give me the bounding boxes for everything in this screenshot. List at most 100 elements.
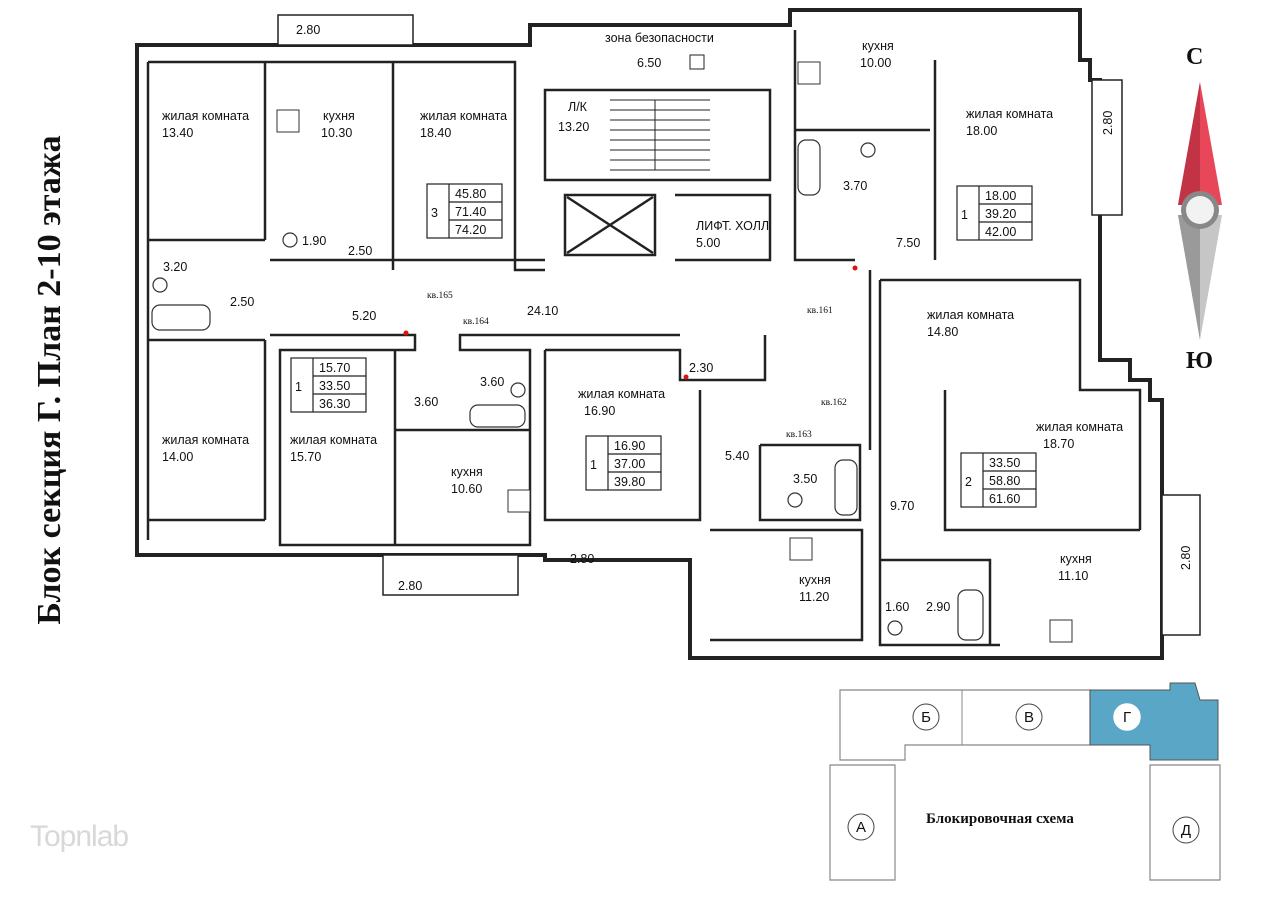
svg-text:11.20: 11.20 <box>799 590 829 604</box>
entry-markers <box>403 265 858 380</box>
svg-text:кв.162: кв.162 <box>821 398 847 408</box>
svg-text:кухня: кухня <box>799 573 831 587</box>
svg-text:2.90: 2.90 <box>926 600 950 614</box>
svg-text:11.10: 11.10 <box>1058 569 1088 583</box>
watermark-logo: Topnlab <box>30 820 129 853</box>
stove-icons <box>276 61 1073 643</box>
svg-text:2.80: 2.80 <box>1101 111 1115 135</box>
svg-text:9.70: 9.70 <box>890 499 914 513</box>
svg-text:5.40: 5.40 <box>725 449 749 463</box>
svg-text:33.50: 33.50 <box>989 456 1020 470</box>
svg-text:зона безопасности: зона безопасности <box>605 31 714 45</box>
svg-text:1: 1 <box>295 380 302 394</box>
svg-text:2.30: 2.30 <box>689 361 713 375</box>
svg-text:14.00: 14.00 <box>162 450 193 464</box>
svg-text:1.60: 1.60 <box>885 600 909 614</box>
svg-text:кухня: кухня <box>451 465 483 479</box>
svg-text:2: 2 <box>965 475 972 489</box>
svg-text:2.80: 2.80 <box>398 579 422 593</box>
svg-text:Д: Д <box>1181 822 1191 839</box>
svg-text:18.40: 18.40 <box>420 126 451 140</box>
svg-text:15.70: 15.70 <box>290 450 321 464</box>
svg-text:кухня: кухня <box>862 39 894 53</box>
svg-text:3: 3 <box>431 206 438 220</box>
svg-text:39.80: 39.80 <box>614 475 645 489</box>
svg-text:2.80: 2.80 <box>296 23 320 37</box>
apartment-3room: 3 45.80 71.40 74.20 <box>431 187 486 237</box>
svg-text:15.70: 15.70 <box>319 361 350 375</box>
svg-text:Блокировочная схема: Блокировочная схема <box>926 811 1074 827</box>
svg-text:5.00: 5.00 <box>696 236 720 250</box>
svg-text:5.20: 5.20 <box>352 309 376 323</box>
svg-text:жилая комната: жилая комната <box>420 109 507 123</box>
plumbing-fixtures <box>151 139 984 641</box>
svg-text:ЛИФТ. ХОЛЛ: ЛИФТ. ХОЛЛ <box>696 219 769 233</box>
svg-text:жилая комната: жилая комната <box>1036 420 1123 434</box>
inner-walls <box>146 30 1142 647</box>
svg-text:10.30: 10.30 <box>321 126 352 140</box>
balconies <box>277 14 1201 636</box>
svg-text:2.80: 2.80 <box>570 552 594 566</box>
svg-text:кв.161: кв.161 <box>807 306 833 316</box>
svg-text:18.70: 18.70 <box>1043 437 1074 451</box>
svg-text:3.50: 3.50 <box>793 472 817 486</box>
svg-text:жилая комната: жилая комната <box>927 308 1014 322</box>
svg-text:кв.164: кв.164 <box>463 317 489 327</box>
balcony-labels: 2.80 2.80 2.80 2.80 2.80 <box>296 23 1193 593</box>
svg-text:2.50: 2.50 <box>348 244 372 258</box>
svg-text:Л/К: Л/К <box>568 100 588 114</box>
svg-text:2.50: 2.50 <box>230 295 254 309</box>
svg-text:1.90: 1.90 <box>302 234 326 248</box>
compass-south-label: Ю <box>1186 348 1214 374</box>
svg-text:3.70: 3.70 <box>843 179 867 193</box>
apartment-1room-b: 1 16.90 37.00 39.80 <box>590 439 645 489</box>
svg-text:жилая комната: жилая комната <box>162 433 249 447</box>
compass-north-label: С <box>1186 44 1204 70</box>
svg-text:13.20: 13.20 <box>558 120 589 134</box>
svg-text:61.60: 61.60 <box>989 492 1020 506</box>
svg-text:36.30: 36.30 <box>319 397 350 411</box>
svg-text:жилая комната: жилая комната <box>578 387 665 401</box>
svg-text:74.20: 74.20 <box>455 223 486 237</box>
svg-text:Г: Г <box>1123 709 1131 726</box>
svg-text:10.60: 10.60 <box>451 482 482 496</box>
svg-text:2.80: 2.80 <box>1179 546 1193 570</box>
svg-text:16.90: 16.90 <box>614 439 645 453</box>
section-g-highlight <box>1089 682 1219 761</box>
svg-text:А: А <box>856 819 866 836</box>
svg-text:жилая комната: жилая комната <box>966 107 1053 121</box>
svg-text:1: 1 <box>590 458 597 472</box>
svg-text:3.60: 3.60 <box>480 375 504 389</box>
svg-text:жилая комната: жилая комната <box>162 109 249 123</box>
svg-text:жилая комната: жилая комната <box>290 433 377 447</box>
svg-text:45.80: 45.80 <box>455 187 486 201</box>
svg-text:3.60: 3.60 <box>414 395 438 409</box>
svg-text:кв.165: кв.165 <box>427 291 453 301</box>
apartment-2room: 2 33.50 58.80 61.60 <box>965 456 1020 506</box>
svg-text:39.20: 39.20 <box>985 207 1016 221</box>
svg-text:71.40: 71.40 <box>455 205 486 219</box>
svg-text:24.10: 24.10 <box>527 304 558 318</box>
outer-walls <box>135 8 1164 660</box>
svg-text:16.90: 16.90 <box>584 404 615 418</box>
svg-text:1: 1 <box>961 208 968 222</box>
apartment-1room-a: 1 15.70 33.50 36.30 <box>295 361 350 411</box>
svg-text:18.00: 18.00 <box>985 189 1016 203</box>
blocking-schema: А Б В Г Д Блокировочная схема <box>829 682 1221 881</box>
svg-text:кухня: кухня <box>323 109 355 123</box>
svg-text:37.00: 37.00 <box>614 457 645 471</box>
apartment-numbers: кв.165 кв.164 кв.163 кв.162 кв.161 <box>427 291 847 440</box>
svg-text:14.80: 14.80 <box>927 325 958 339</box>
svg-text:кв.163: кв.163 <box>786 430 812 440</box>
svg-text:18.00: 18.00 <box>966 124 997 138</box>
apartment-boxes <box>290 183 1037 508</box>
svg-text:кухня: кухня <box>1060 552 1092 566</box>
svg-text:58.80: 58.80 <box>989 474 1020 488</box>
room-labels: жилая комната 13.40 кухня 10.30 жилая ко… <box>162 31 1123 614</box>
svg-text:33.50: 33.50 <box>319 379 350 393</box>
svg-text:Б: Б <box>921 709 931 726</box>
apartment-1room-c: 1 18.00 39.20 42.00 <box>961 189 1016 239</box>
svg-text:42.00: 42.00 <box>985 225 1016 239</box>
accessibility-icon <box>689 54 705 70</box>
